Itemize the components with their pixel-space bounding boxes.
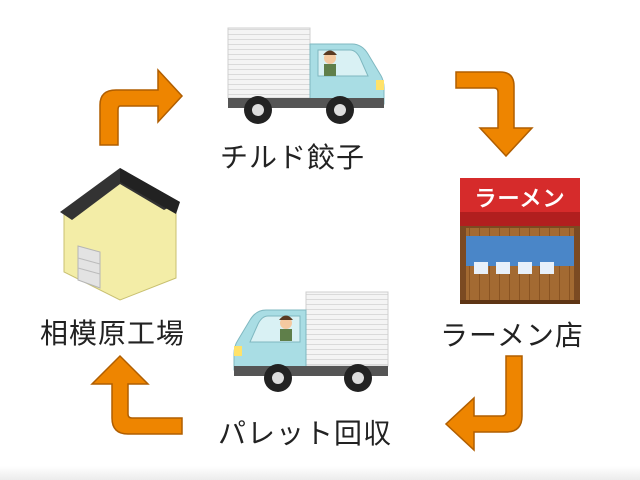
shop-sign-text: ラーメン — [474, 187, 566, 212]
factory-building — [60, 168, 180, 301]
label-sagamihara-factory: 相模原工場 — [40, 317, 186, 350]
arrow-pallet-to-factory — [90, 354, 183, 435]
ramen-shop — [460, 178, 580, 304]
footer-band — [0, 466, 640, 480]
label-pallet-collection: パレット回収 — [218, 417, 393, 450]
truck-top — [227, 27, 385, 124]
label-chilled-gyoza: チルド餃子 — [220, 141, 366, 174]
arrow-factory-to-truck — [99, 68, 184, 146]
truck-bottom — [233, 291, 389, 392]
arrow-truck-to-shop — [455, 71, 534, 158]
arrow-shop-to-pallet — [444, 355, 523, 452]
label-ramen-shop: ラーメン店 — [440, 319, 584, 352]
